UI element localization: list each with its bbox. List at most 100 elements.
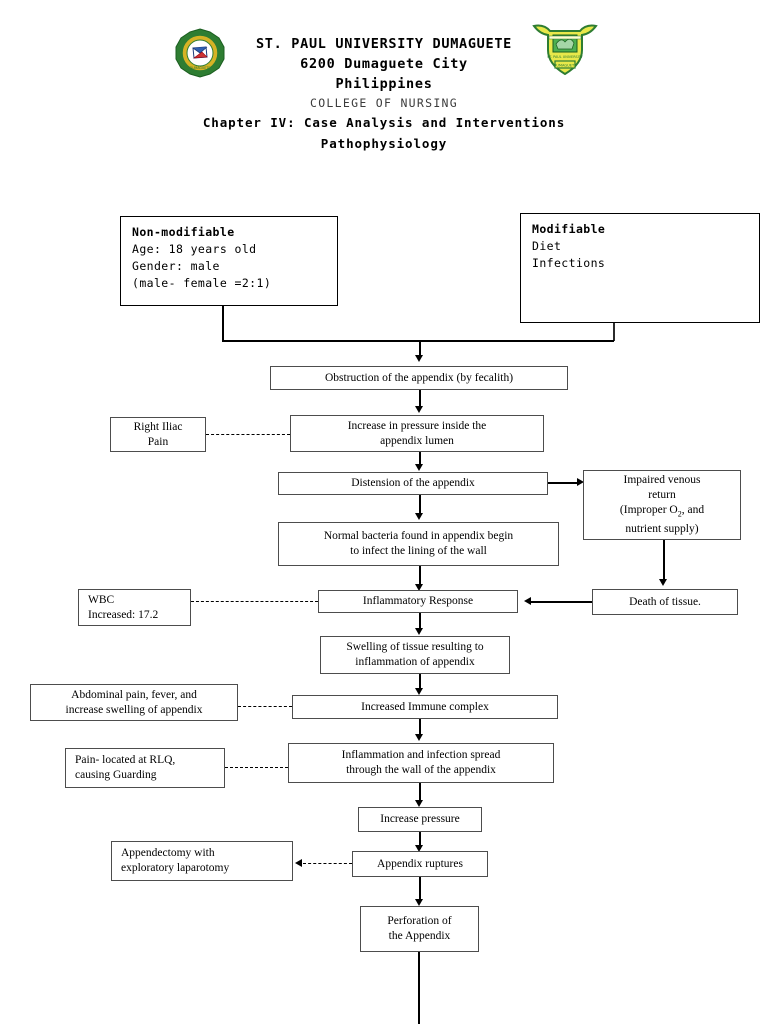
distension-box: Distension of the appendix	[278, 472, 548, 495]
dashed-appendectomy-link	[303, 863, 352, 864]
connector-nonmodifiable-down	[222, 306, 224, 341]
swelling-line2: inflammation of appendix	[355, 656, 475, 668]
svg-text:DUMAGUETE: DUMAGUETE	[553, 64, 577, 68]
svg-text:DUMAGUETE: DUMAGUETE	[190, 66, 210, 70]
appendectomy-line2: exploratory laparotomy	[121, 862, 230, 874]
death-of-tissue-box: Death of tissue.	[592, 589, 738, 615]
arrow-pressure-down	[415, 845, 423, 852]
arrow-inflammatory-down	[415, 628, 423, 635]
increase-pressure-lumen-box: Increase in pressure inside the appendix…	[290, 415, 544, 452]
increase-pressure-lumen-line2: appendix lumen	[380, 434, 454, 447]
inflammatory-response-box: Inflammatory Response	[318, 590, 518, 613]
modifiable-risk-box: Modifiable Diet Infections	[520, 213, 760, 323]
distension-label: Distension of the appendix	[351, 477, 475, 489]
rlq-pain-line2: causing Guarding	[75, 769, 157, 781]
arrow-distension-down	[415, 513, 423, 520]
modifiable-infections: Infections	[532, 256, 606, 270]
death-of-tissue-label: Death of tissue.	[629, 595, 701, 608]
arrow-to-appendectomy	[295, 859, 302, 867]
connector-pressure-down	[419, 832, 421, 849]
impaired-venous-line4: nutrient supply)	[625, 522, 699, 535]
inflammation-spread-line1: Inflammation and infection spread	[341, 749, 501, 761]
inflammation-spread-line2: through the wall of the appendix	[346, 764, 496, 776]
arrow-bacteria-down	[415, 584, 423, 591]
dashed-wbc-link	[191, 601, 318, 602]
normal-bacteria-line2: to infect the lining of the wall	[350, 545, 487, 557]
perforation-box: Perforation of the Appendix	[360, 906, 479, 952]
inflammatory-response-label: Inflammatory Response	[362, 595, 474, 607]
swelling-of-tissue-box: Swelling of tissue resulting to inflamma…	[320, 636, 510, 674]
connector-modifiable-down	[613, 323, 615, 341]
abdominal-pain-box: Abdominal pain, fever, and increase swel…	[30, 684, 238, 721]
arrow-lumen-down	[415, 464, 423, 471]
connector-swelling-down	[419, 674, 421, 689]
connector-obstruction-down	[419, 390, 421, 407]
arrow-obstruction-down	[415, 406, 423, 413]
arrow-death-to-inflammatory	[524, 597, 531, 605]
modifiable-title: Modifiable	[532, 222, 606, 236]
connector-bacteria-down	[419, 566, 421, 585]
st-paul-university-seal-icon: DUMAGUETE	[172, 28, 228, 78]
perforation-line1: Perforation of	[387, 915, 452, 927]
perforation-line2: the Appendix	[388, 930, 451, 942]
impaired-venous-subscript: 2	[677, 509, 682, 519]
increased-immune-complex-box: Increased Immune complex	[292, 695, 558, 719]
normal-bacteria-line1: Normal bacteria found in appendix begin	[323, 530, 514, 542]
inflammation-spread-box: Inflammation and infection spread throug…	[288, 743, 554, 783]
right-iliac-pain-line1: Right Iliac	[133, 420, 183, 433]
connector-inflammatory-down	[419, 613, 421, 629]
appendix-ruptures-box: Appendix ruptures	[352, 851, 488, 877]
institution-country: Philippines	[335, 76, 433, 92]
st-paul-university-crest-icon: ST. PAUL UNIVERSITY DUMAGUETE	[528, 22, 602, 78]
rlq-pain-box: Pain- located at RLQ, causing Guarding	[65, 748, 225, 788]
arrow-spread-down	[415, 800, 423, 807]
connector-distension-down	[419, 495, 421, 514]
increase-pressure-label: Increase pressure	[380, 813, 460, 825]
arrow-swelling-down	[415, 688, 423, 695]
institution-city: 6200 Dumaguete City	[300, 56, 468, 72]
svg-text:ST. PAUL UNIVERSITY: ST. PAUL UNIVERSITY	[547, 55, 584, 59]
increased-immune-complex-label: Increased Immune complex	[361, 700, 489, 713]
arrow-immune-down	[415, 734, 423, 741]
impaired-venous-line2: return	[648, 489, 676, 502]
institution-heading: ST. PAUL UNIVERSITY DUMAGUETE 6200 Dumag…	[178, 34, 590, 113]
dashed-rlq-pain-link	[225, 767, 288, 768]
connector-venous-down	[663, 540, 665, 580]
connector-ruptures-down	[419, 877, 421, 900]
arrow-ruptures-down	[415, 899, 423, 906]
appendix-ruptures-label: Appendix ruptures	[377, 857, 463, 870]
connector-distension-to-venous	[548, 482, 578, 484]
connector-immune-down	[419, 719, 421, 735]
increase-pressure-lumen-line1: Increase in pressure inside the	[347, 419, 487, 432]
abdominal-pain-line2: increase swelling of appendix	[65, 703, 203, 716]
impaired-venous-return-box: Impaired venous return (Improper O2, and…	[583, 470, 741, 540]
arrow-distension-to-venous	[577, 478, 584, 486]
non-modifiable-ratio: (male- female =2:1)	[132, 276, 272, 290]
institution-name: ST. PAUL UNIVERSITY DUMAGUETE	[255, 36, 512, 52]
arrow-risk-to-obstruction	[415, 355, 423, 362]
institution-department: COLLEGE OF NURSING	[309, 96, 459, 110]
right-iliac-pain-line2: Pain	[147, 435, 169, 448]
wbc-line2: Increased: 17.2	[88, 608, 159, 621]
impaired-venous-line3-b: , and	[681, 504, 705, 517]
non-modifiable-title: Non-modifiable	[132, 225, 235, 239]
non-modifiable-risk-box: Non-modifiable Age: 18 years old Gender:…	[120, 216, 338, 306]
non-modifiable-gender: Gender: male	[132, 259, 220, 273]
chapter-heading: Chapter IV: Case Analysis and Interventi…	[120, 112, 648, 154]
connector-death-to-inflammatory	[531, 601, 592, 603]
increase-pressure-box: Increase pressure	[358, 807, 482, 832]
appendectomy-line1: Appendectomy with	[121, 847, 215, 859]
dashed-right-iliac-link	[206, 434, 290, 435]
modifiable-diet: Diet	[532, 239, 562, 253]
connector-lumen-down	[419, 452, 421, 465]
normal-bacteria-box: Normal bacteria found in appendix begin …	[278, 522, 559, 566]
impaired-venous-line1: Impaired venous	[623, 474, 701, 487]
impaired-venous-line3-a: (Improper O	[619, 504, 678, 517]
arrow-venous-to-death	[659, 579, 667, 586]
swelling-line1: Swelling of tissue resulting to	[346, 641, 484, 653]
appendectomy-box: Appendectomy with exploratory laparotomy	[111, 841, 293, 881]
right-iliac-pain-box: Right Iliac Pain	[110, 417, 206, 452]
obstruction-label: Obstruction of the appendix (by fecalith…	[324, 371, 514, 384]
connector-risk-to-obstruction	[419, 340, 421, 356]
obstruction-box: Obstruction of the appendix (by fecalith…	[270, 366, 568, 390]
